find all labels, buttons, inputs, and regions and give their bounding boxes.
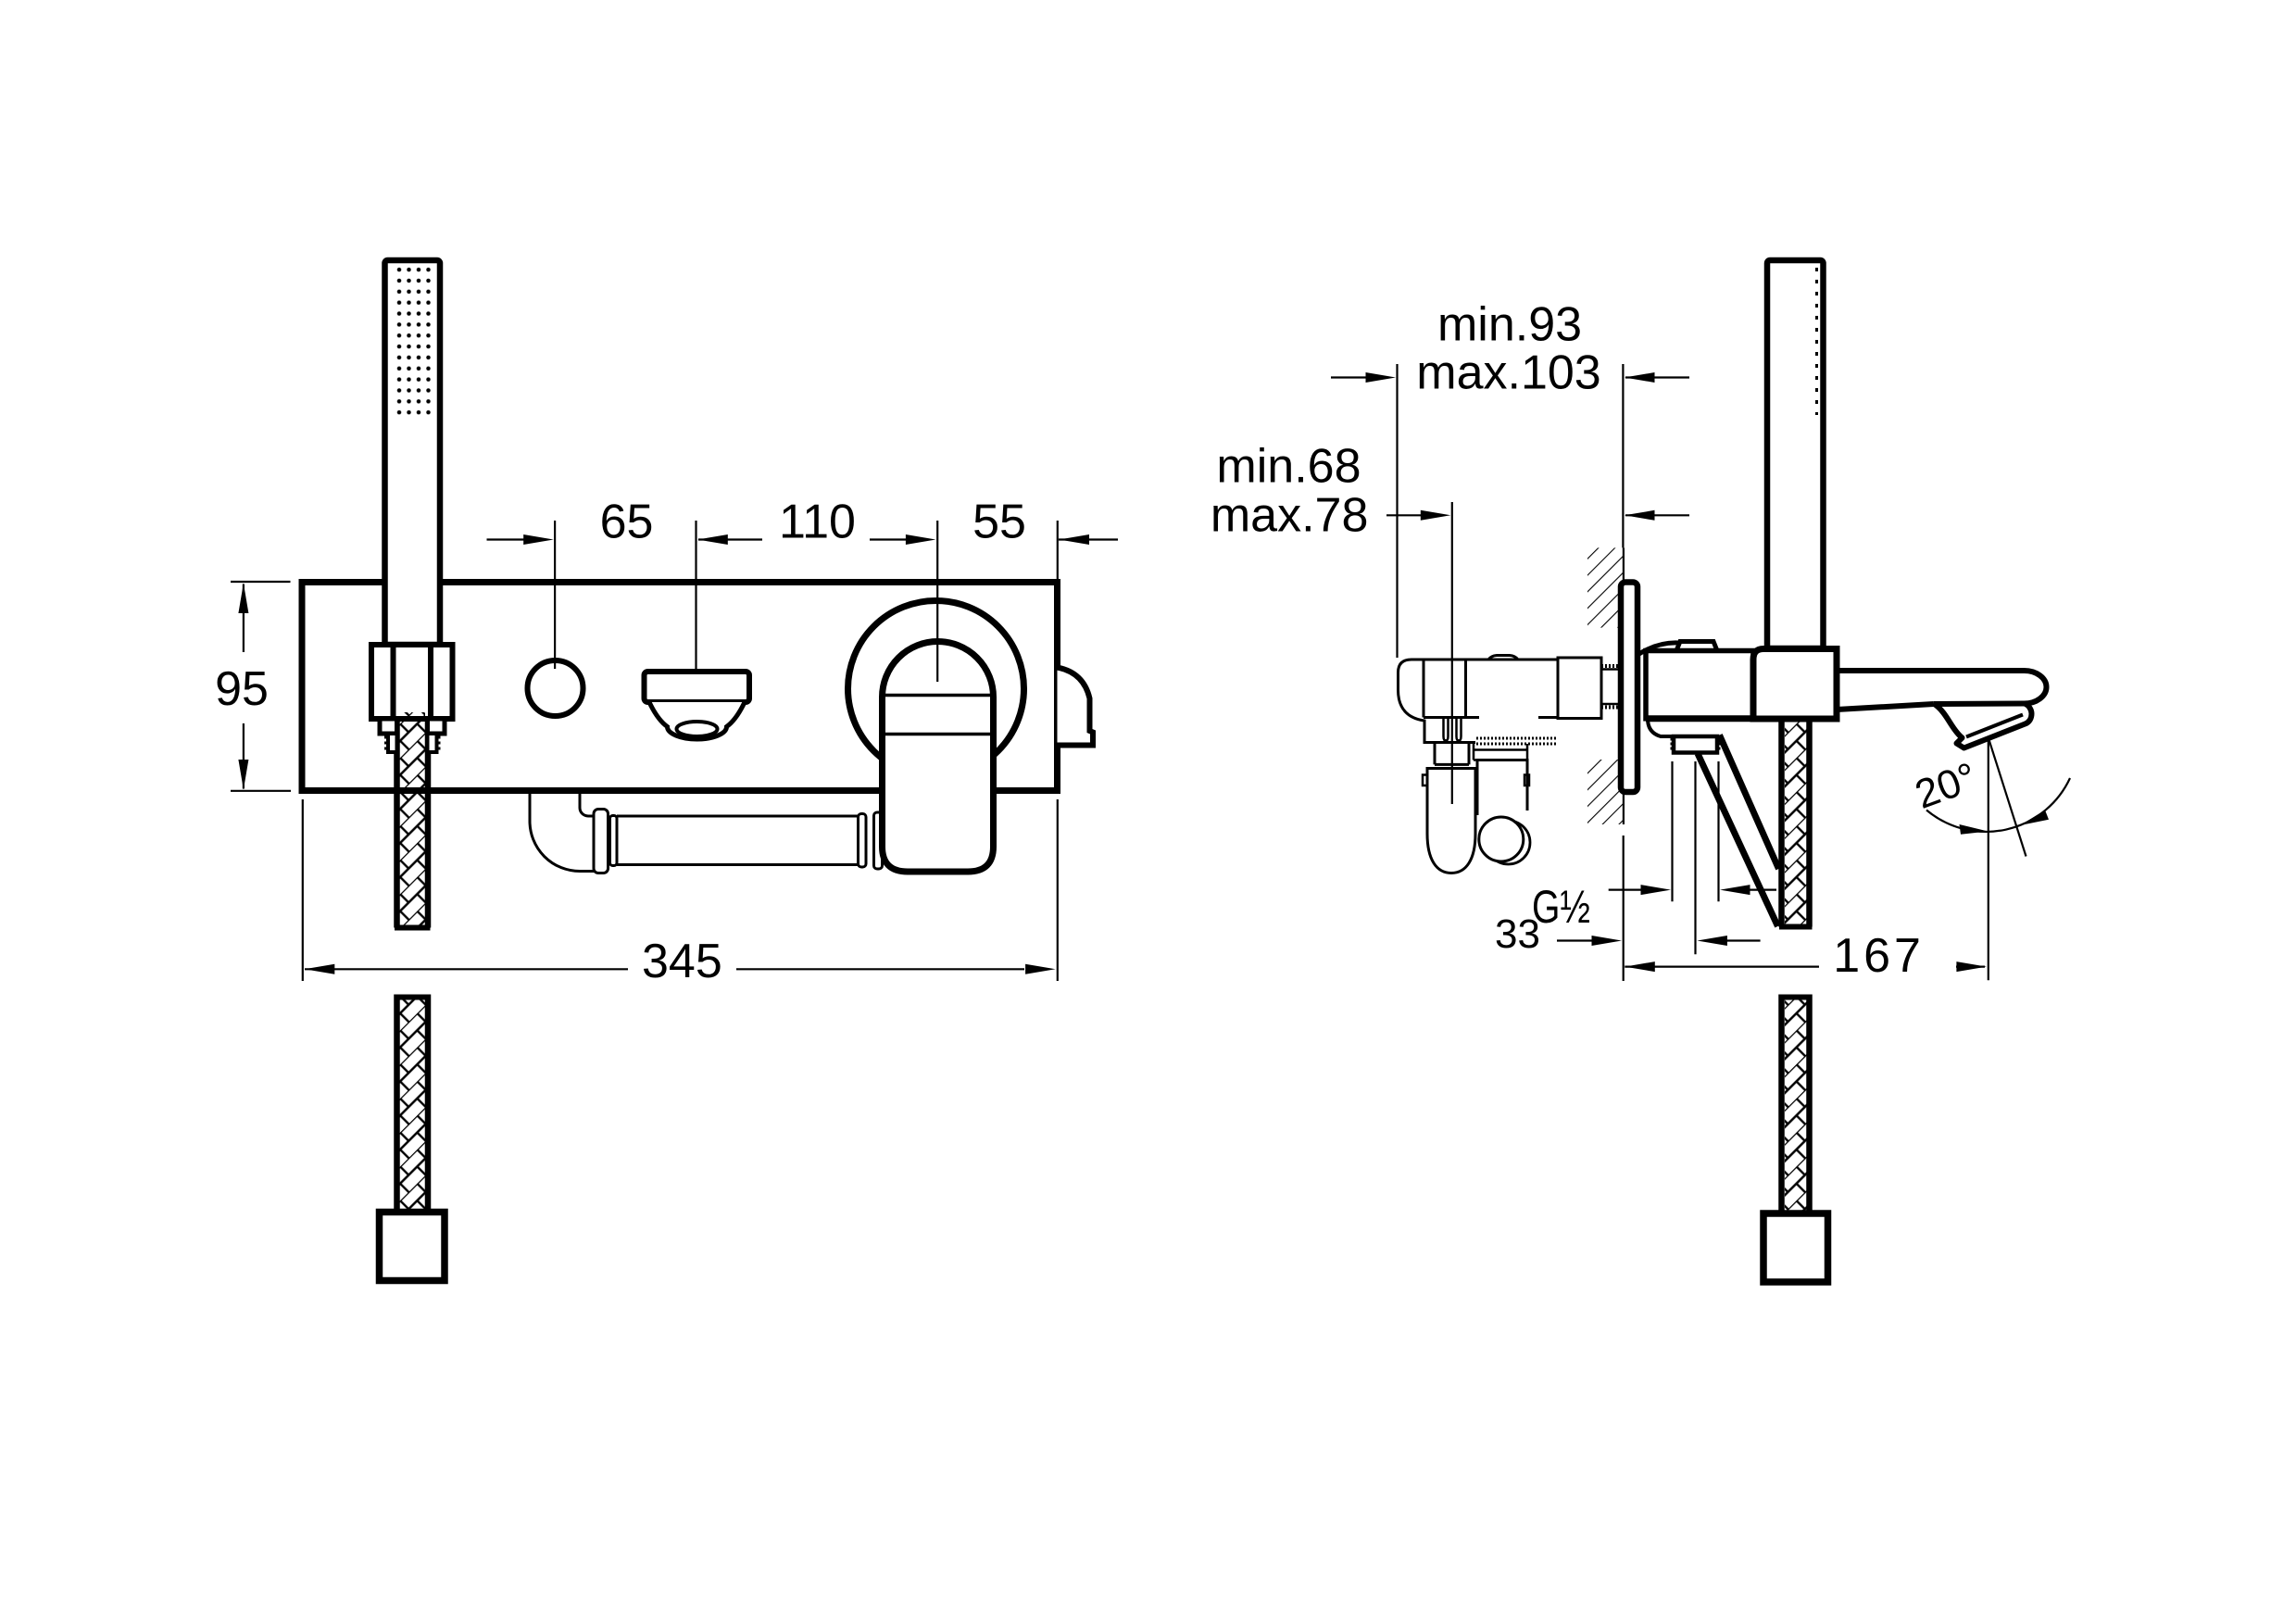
svg-text:33: 33 <box>1495 911 1540 957</box>
svg-text:min.68: min.68 <box>1216 439 1361 493</box>
svg-text:55: 55 <box>972 496 1026 549</box>
svg-text:110: 110 <box>779 496 856 549</box>
svg-text:G½: G½ <box>1532 881 1590 933</box>
svg-text:345: 345 <box>642 935 722 988</box>
svg-text:max.78: max.78 <box>1211 489 1369 543</box>
svg-text:65: 65 <box>600 496 654 549</box>
svg-text:min.93: min.93 <box>1437 298 1582 352</box>
svg-text:167: 167 <box>1833 929 1925 983</box>
svg-text:95: 95 <box>215 662 269 716</box>
svg-text:max.103: max.103 <box>1416 346 1600 400</box>
